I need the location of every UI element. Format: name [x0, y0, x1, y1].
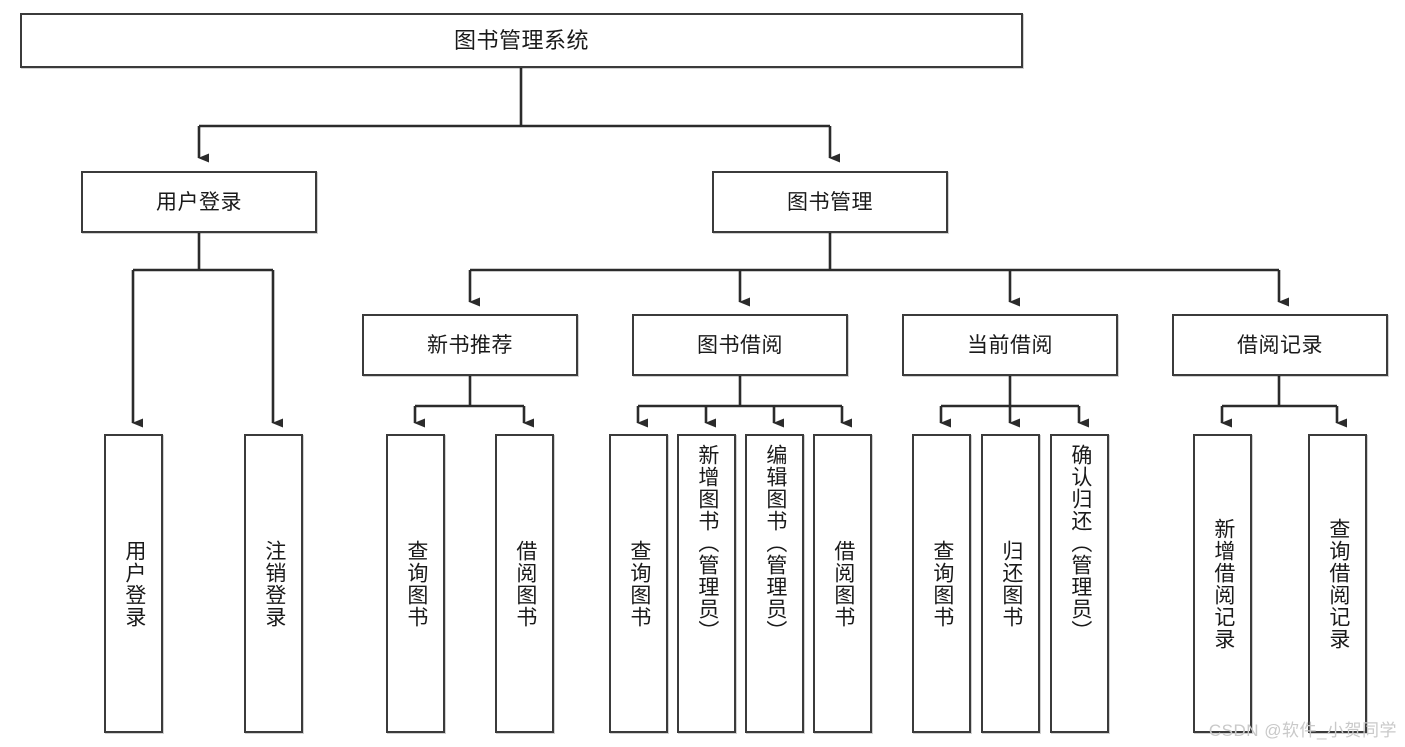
node-leaf-logout-label: 注销登录: [262, 539, 286, 628]
node-leaf-user-login-label: 用户登录: [122, 539, 146, 628]
node-leaf-add-record-label: 新增借阅记录: [1211, 517, 1235, 650]
node-user-login[interactable]: 用户登录: [81, 171, 317, 233]
node-leaf-query-book-b-label: 查询图书: [627, 539, 651, 628]
node-leaf-logout[interactable]: 注销登录: [244, 434, 303, 733]
node-leaf-borrow-book-a[interactable]: 借阅图书: [495, 434, 554, 733]
node-leaf-return-book[interactable]: 归还图书: [981, 434, 1040, 733]
node-book-manage[interactable]: 图书管理: [712, 171, 948, 233]
node-new-book-recommend-label: 新书推荐: [427, 333, 513, 357]
node-current-borrow[interactable]: 当前借阅: [902, 314, 1118, 376]
node-leaf-confirm-return[interactable]: 确认归还（管理员）: [1050, 434, 1109, 733]
node-root[interactable]: 图书管理系统: [20, 13, 1023, 68]
node-leaf-confirm-return-label: 确认归还（管理员）: [1068, 444, 1092, 642]
watermark: CSDN @软件_小贺同学: [1208, 721, 1397, 740]
node-leaf-query-book-a-label: 查询图书: [404, 539, 428, 628]
node-leaf-add-record[interactable]: 新增借阅记录: [1193, 434, 1252, 733]
node-leaf-query-book-c[interactable]: 查询图书: [912, 434, 971, 733]
node-root-label: 图书管理系统: [453, 27, 589, 53]
node-leaf-query-book-a[interactable]: 查询图书: [386, 434, 445, 733]
node-leaf-user-login[interactable]: 用户登录: [104, 434, 163, 733]
node-borrow-record[interactable]: 借阅记录: [1172, 314, 1388, 376]
node-leaf-query-record[interactable]: 查询借阅记录: [1308, 434, 1367, 733]
node-leaf-borrow-book-b[interactable]: 借阅图书: [813, 434, 872, 733]
node-book-borrow-label: 图书借阅: [697, 333, 783, 357]
node-book-manage-label: 图书管理: [787, 190, 873, 214]
node-leaf-edit-book-label: 编辑图书（管理员）: [763, 444, 787, 642]
node-leaf-add-book[interactable]: 新增图书（管理员）: [677, 434, 736, 733]
node-leaf-add-book-label: 新增图书（管理员）: [695, 444, 719, 642]
node-leaf-query-record-label: 查询借阅记录: [1326, 517, 1350, 650]
node-book-borrow[interactable]: 图书借阅: [632, 314, 848, 376]
node-leaf-edit-book[interactable]: 编辑图书（管理员）: [745, 434, 804, 733]
node-new-book-recommend[interactable]: 新书推荐: [362, 314, 578, 376]
node-leaf-borrow-book-a-label: 借阅图书: [513, 539, 537, 628]
node-leaf-return-book-label: 归还图书: [999, 539, 1023, 628]
node-leaf-query-book-c-label: 查询图书: [930, 539, 954, 628]
node-leaf-borrow-book-b-label: 借阅图书: [831, 539, 855, 628]
node-borrow-record-label: 借阅记录: [1237, 333, 1323, 357]
node-leaf-query-book-b[interactable]: 查询图书: [609, 434, 668, 733]
node-current-borrow-label: 当前借阅: [967, 333, 1053, 357]
node-user-login-label: 用户登录: [156, 190, 242, 214]
